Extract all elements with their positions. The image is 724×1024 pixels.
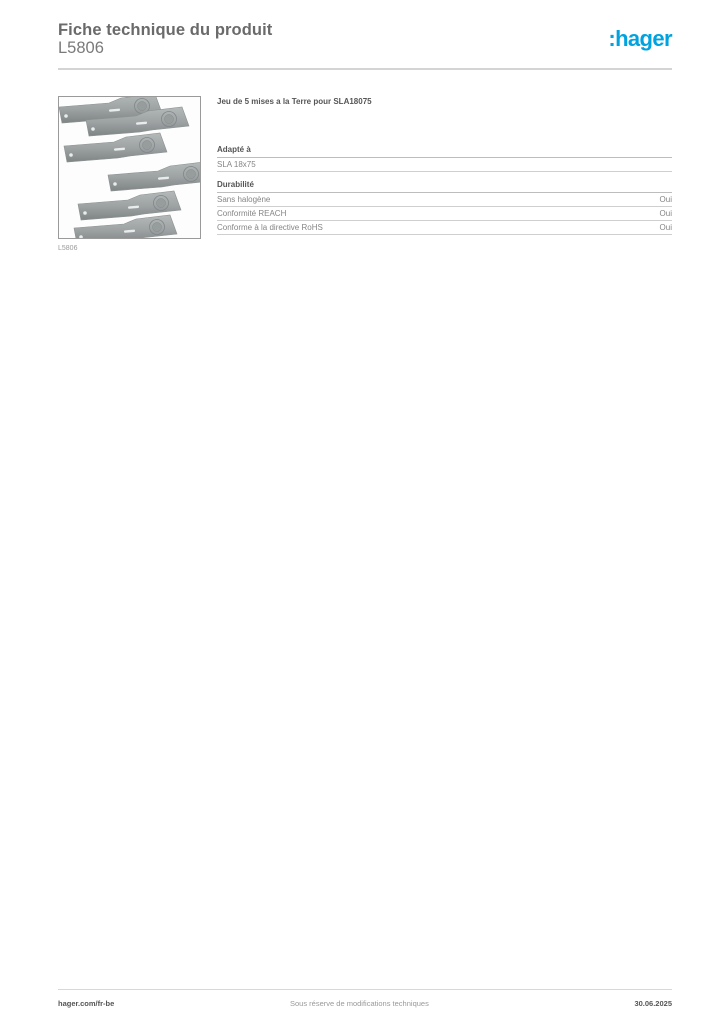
spec-label: SLA 18x75 [217, 160, 256, 169]
spec-row: Sans halogène Oui [217, 193, 672, 207]
header-divider [58, 68, 672, 70]
spec-row: Conformité REACH Oui [217, 207, 672, 221]
spec-row: SLA 18x75 [217, 158, 672, 172]
section-adapte: Adapté à SLA 18x75 [217, 144, 672, 172]
earthing-strips-icon [58, 93, 212, 245]
footer-date: 30.06.2025 [634, 999, 672, 1008]
product-image [58, 93, 212, 245]
spec-value: Oui [659, 209, 672, 218]
footer-divider [58, 989, 672, 990]
footer-disclaimer: Sous réserve de modifications techniques [290, 999, 429, 1008]
spec-value: Oui [659, 195, 672, 204]
section-heading: Adapté à [217, 144, 672, 158]
product-code: L5806 [58, 39, 104, 57]
footer-website-link[interactable]: hager.com/fr-be [58, 999, 115, 1008]
section-durabilite: Durabilité Sans halogène Oui Conformité … [217, 179, 672, 235]
section-heading: Durabilité [217, 179, 672, 193]
spec-label: Conformité REACH [217, 209, 287, 218]
product-description: Jeu de 5 mises a la Terre pour SLA18075 [217, 97, 372, 106]
image-caption: L5806 [58, 245, 78, 252]
product-details: Jeu de 5 mises a la Terre pour SLA18075 … [217, 96, 672, 242]
page-title: Fiche technique du produit [58, 21, 273, 39]
spec-row: Conforme à la directive RoHS Oui [217, 221, 672, 235]
page-footer: hager.com/fr-be Sous réserve de modifica… [58, 999, 672, 1011]
spec-label: Sans halogène [217, 195, 271, 204]
hager-logo: :hager [608, 26, 672, 51]
spec-value: Oui [659, 223, 672, 232]
spec-label: Conforme à la directive RoHS [217, 223, 323, 232]
